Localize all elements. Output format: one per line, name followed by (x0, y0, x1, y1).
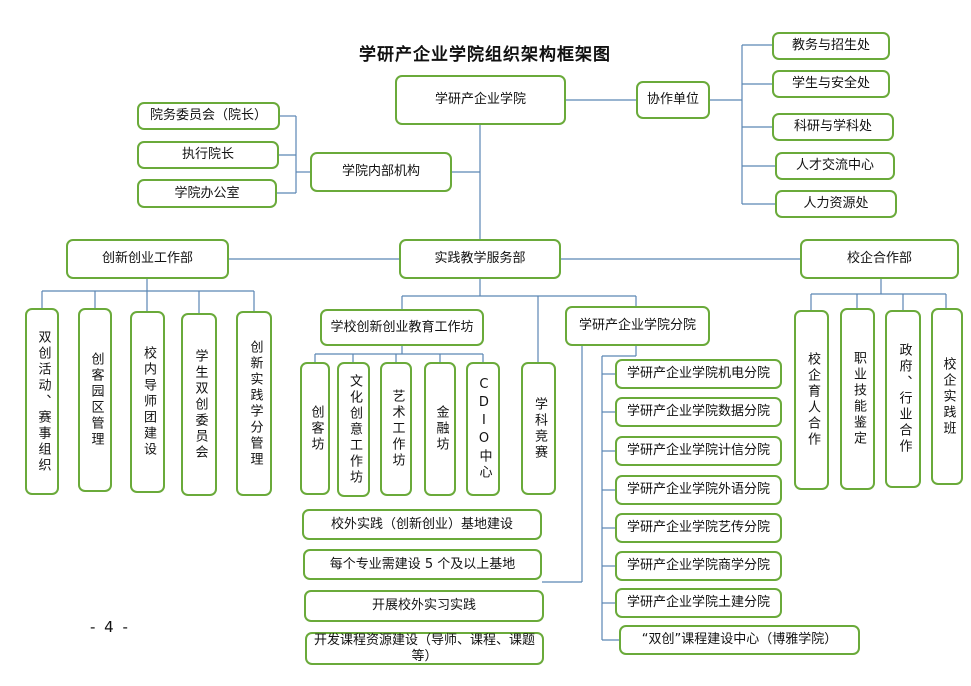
workshop-node: 学校创新创业教育工作坊 (320, 309, 484, 346)
partner-item: 人力资源处 (775, 190, 897, 218)
partner-item: 学生与安全处 (772, 70, 890, 98)
branch-item: 学研产企业学院计信分院 (615, 436, 782, 466)
innovation-item: 双创活动、赛事组织 (25, 308, 59, 495)
workshop-item: 创客坊 (300, 362, 330, 495)
cooperation-item: 校企育人合作 (794, 310, 829, 490)
cooperation-item: 政府、行业合作 (885, 310, 921, 488)
internal-node: 学院内部机构 (310, 152, 452, 192)
branch-item: 学研产企业学院艺传分院 (615, 513, 782, 543)
practice-node: 实践教学服务部 (399, 239, 561, 279)
internal-item: 执行院长 (137, 141, 279, 169)
page-number: - 4 - (90, 618, 130, 636)
internal-item: 院务委员会（院长） (137, 102, 280, 130)
innovation-item: 校内导师团建设 (130, 311, 165, 493)
root-node: 学研产企业学院 (395, 75, 566, 125)
partner-item: 人才交流中心 (775, 152, 895, 180)
branch-item: 学研产企业学院数据分院 (615, 397, 782, 427)
external-item: 开发课程资源建设（导师、课程、课题等） (305, 632, 544, 665)
cooperation-item: 校企实践班 (931, 308, 963, 485)
innovation-item: 创新实践学分管理 (236, 311, 272, 496)
external-item: 开展校外实习实践 (304, 590, 544, 622)
workshop-item: 艺术工作坊 (380, 362, 412, 496)
discipline-node: 学科竞赛 (521, 362, 556, 495)
chart-title: 学研产企业学院组织架构框架图 (359, 45, 611, 65)
internal-item: 学院办公室 (137, 179, 277, 208)
innovation-item: 创客园区管理 (78, 308, 112, 492)
branch-item: 学研产企业学院机电分院 (615, 359, 782, 389)
branch-item: 学研产企业学院土建分院 (615, 588, 782, 618)
cooperation-item: 职业技能鉴定 (840, 308, 875, 490)
branch-item: 学研产企业学院外语分院 (615, 475, 782, 505)
external-item: 每个专业需建设 5 个及以上基地 (303, 549, 542, 580)
partner-item: 科研与学科处 (772, 113, 894, 141)
partner-node: 协作单位 (636, 81, 710, 119)
workshop-item: CDIO中心 (466, 362, 500, 496)
cooperation-node: 校企合作部 (800, 239, 959, 279)
workshop-item: 文化创意工作坊 (337, 362, 370, 497)
branch-node: 学研产企业学院分院 (565, 306, 710, 346)
innovation-node: 创新创业工作部 (66, 239, 229, 279)
workshop-item: 金融坊 (424, 362, 456, 496)
branch-item: “双创”课程建设中心（博雅学院） (619, 625, 860, 655)
partner-item: 教务与招生处 (772, 32, 890, 60)
branch-item: 学研产企业学院商学分院 (615, 551, 782, 581)
innovation-item: 学生双创委员会 (181, 313, 217, 496)
external-item: 校外实践（创新创业）基地建设 (302, 509, 542, 540)
